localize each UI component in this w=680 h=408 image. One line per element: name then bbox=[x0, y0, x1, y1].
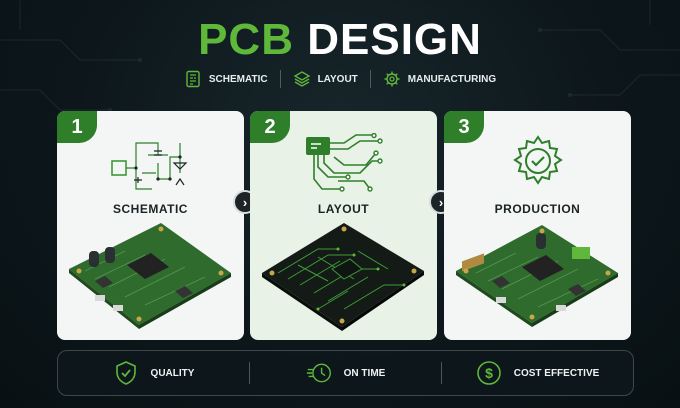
tagline-label: MANUFACTURING bbox=[407, 73, 497, 85]
pcb-layout-board-image bbox=[262, 223, 424, 331]
gear-icon bbox=[384, 71, 400, 87]
title-pcb: PCB bbox=[198, 15, 294, 64]
layers-icon bbox=[293, 71, 310, 87]
dollar-coin-icon: $ bbox=[476, 361, 501, 385]
page-title: PCB DESIGN bbox=[0, 14, 680, 66]
divider bbox=[441, 362, 442, 384]
pcb-board-image bbox=[69, 223, 231, 329]
step-card-layout: 2 LAYOUT bbox=[250, 111, 437, 340]
feature-on-time: ON TIME bbox=[250, 360, 441, 386]
divider bbox=[279, 70, 281, 88]
chevron-right-icon: › bbox=[242, 194, 248, 210]
step-card-production: 3 PRODUCTION bbox=[444, 111, 631, 340]
divider bbox=[249, 362, 250, 384]
tagline-label: SCHEMATIC bbox=[208, 73, 268, 85]
svg-text:$: $ bbox=[485, 365, 493, 381]
feature-cost-effective: $ COST EFFECTIVE bbox=[442, 360, 633, 386]
chevron-right-icon: › bbox=[438, 194, 444, 210]
tagline-item-layout: LAYOUT bbox=[281, 70, 370, 88]
steps: 1 SCHEMATIC bbox=[57, 111, 635, 341]
title-design: DESIGN bbox=[307, 15, 482, 64]
divider bbox=[369, 70, 371, 88]
feature-label: QUALITY bbox=[150, 367, 195, 379]
tagline-item-schematic: SCHEMATIC bbox=[172, 70, 280, 88]
shield-check-icon bbox=[115, 361, 136, 385]
step-label: LAYOUT bbox=[317, 202, 370, 216]
tagline-label: LAYOUT bbox=[317, 73, 358, 85]
tagline: SCHEMATIC LAYOUT MANUFACTURING bbox=[0, 70, 680, 88]
circuit-schematic-icon bbox=[110, 142, 187, 190]
pcb-traces-icon bbox=[305, 133, 383, 192]
fast-clock-icon bbox=[306, 363, 331, 383]
step-card-schematic: 1 SCHEMATIC bbox=[57, 111, 244, 340]
pcb-assembled-board-image bbox=[456, 225, 618, 327]
step-number-badge: 3 bbox=[444, 111, 484, 143]
feature-label: ON TIME bbox=[343, 367, 386, 379]
features-bar: QUALITY ON TIME $ COST EFFECTIVE bbox=[57, 350, 634, 396]
feature-label: COST EFFECTIVE bbox=[513, 367, 600, 379]
step-label: SCHEMATIC bbox=[113, 202, 188, 216]
step-label: PRODUCTION bbox=[494, 202, 581, 216]
gear-check-icon bbox=[512, 135, 563, 185]
step-number-badge: 2 bbox=[250, 111, 290, 143]
tagline-item-manufacturing: MANUFACTURING bbox=[371, 70, 508, 88]
schematic-doc-icon bbox=[186, 70, 200, 88]
step-number-badge: 1 bbox=[57, 111, 97, 143]
feature-quality: QUALITY bbox=[58, 360, 249, 386]
